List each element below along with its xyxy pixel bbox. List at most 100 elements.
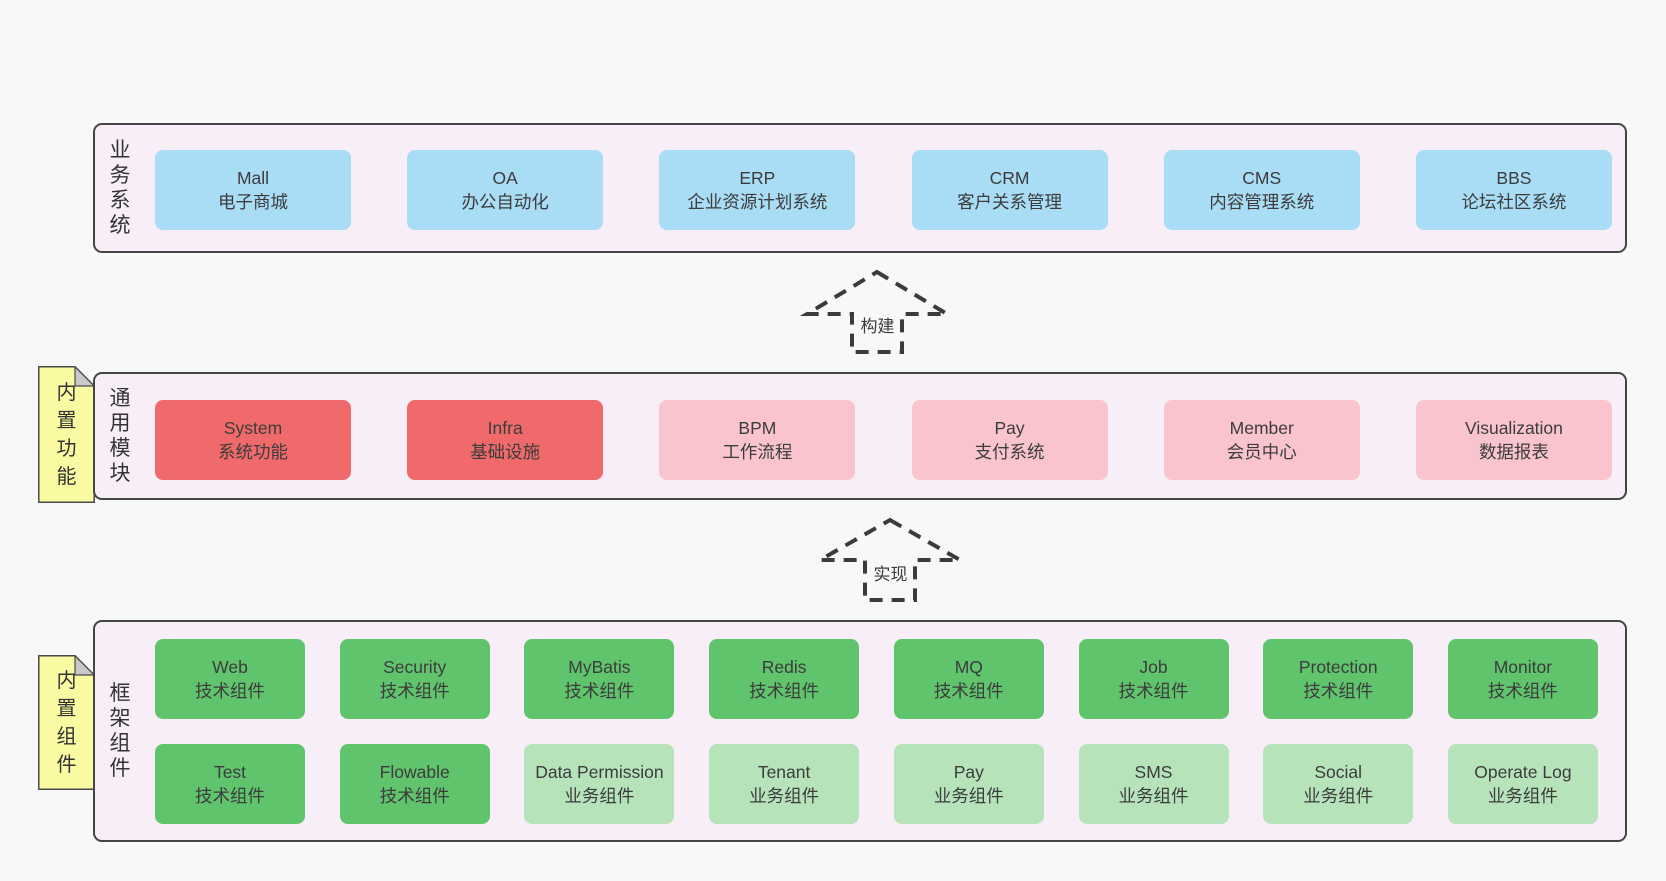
box-name: Test bbox=[213, 762, 247, 782]
box-name: Social bbox=[1314, 762, 1363, 782]
box-desc: 技术组件 bbox=[379, 786, 450, 806]
box-name: Data Permission bbox=[535, 762, 664, 782]
box-redis: Redis 技术组件 bbox=[709, 639, 860, 719]
box-desc: 论坛社区系统 bbox=[1461, 192, 1567, 212]
box-name: Operate Log bbox=[1474, 762, 1572, 782]
box-security: Security 技术组件 bbox=[339, 639, 490, 719]
box-mall: Mall 电子商城 bbox=[155, 150, 351, 230]
dashed-up-arrow bbox=[812, 517, 968, 602]
box-visualization: Visualization 数据报表 bbox=[1415, 400, 1612, 480]
build-arrow: 构建 bbox=[790, 262, 965, 362]
box-mybatis: MyBatis 技术组件 bbox=[524, 639, 675, 719]
sticky-tag-built-in-functions: 内置功能 bbox=[38, 366, 95, 503]
folded-corner bbox=[74, 655, 95, 676]
box-monitor: Monitor 技术组件 bbox=[1447, 639, 1598, 719]
arrow-label: 实现 bbox=[870, 560, 911, 585]
box-desc: 业务组件 bbox=[1303, 786, 1374, 806]
sticky-tag-built-in-components: 内置组件 bbox=[38, 655, 95, 790]
box-name: Pay bbox=[994, 418, 1025, 438]
box-desc: 技术组件 bbox=[1303, 681, 1374, 701]
box-pay: Pay 支付系统 bbox=[911, 400, 1108, 480]
box-mq: MQ 技术组件 bbox=[893, 639, 1044, 719]
box-name: SMS bbox=[1134, 762, 1173, 782]
box-name: Protection bbox=[1298, 657, 1378, 677]
box-name: Member bbox=[1229, 418, 1294, 438]
box-desc: 技术组件 bbox=[1118, 681, 1189, 701]
box-name: Redis bbox=[761, 657, 807, 677]
box-desc: 会员中心 bbox=[1226, 442, 1297, 462]
box-name: Pay bbox=[953, 762, 984, 782]
box-desc: 电子商城 bbox=[218, 192, 288, 212]
box-name: Visualization bbox=[1464, 418, 1563, 438]
box-desc: 企业资源计划系统 bbox=[687, 192, 828, 212]
box-desc: 业务组件 bbox=[933, 786, 1004, 806]
box-name: CMS bbox=[1242, 168, 1282, 188]
box-name: ERP bbox=[739, 168, 776, 188]
box-tenant: Tenant 业务组件 bbox=[709, 744, 860, 824]
dashed-up-arrow bbox=[799, 269, 955, 354]
box-desc: 业务组件 bbox=[564, 786, 635, 806]
box-desc: 技术组件 bbox=[1487, 681, 1558, 701]
box-desc: 工作流程 bbox=[722, 442, 793, 462]
box-desc: 技术组件 bbox=[564, 681, 635, 701]
box-name: BPM bbox=[738, 418, 777, 438]
box-name: Infra bbox=[487, 418, 523, 438]
tag-label: 内置组件 bbox=[56, 669, 77, 776]
box-web: Web 技术组件 bbox=[155, 639, 305, 719]
box-desc: 技术组件 bbox=[379, 681, 450, 701]
box-bpm: BPM 工作流程 bbox=[659, 400, 856, 480]
panel-label-framework-components: 框架组件 bbox=[109, 682, 131, 780]
box-desc: 内容管理系统 bbox=[1209, 192, 1315, 212]
box-desc: 系统功能 bbox=[218, 442, 288, 462]
box-name: Monitor bbox=[1493, 657, 1553, 677]
box-name: MyBatis bbox=[568, 657, 631, 677]
box-test: Test 技术组件 bbox=[155, 744, 305, 824]
box-desc: 技术组件 bbox=[195, 681, 265, 701]
box-protection: Protection 技术组件 bbox=[1263, 639, 1414, 719]
box-job: Job 技术组件 bbox=[1078, 639, 1229, 719]
box-name: System bbox=[223, 418, 283, 438]
box-name: Mall bbox=[236, 168, 270, 188]
box-sms: SMS 业务组件 bbox=[1078, 744, 1229, 824]
box-desc: 业务组件 bbox=[749, 786, 820, 806]
box-desc: 技术组件 bbox=[933, 681, 1004, 701]
box-name: Web bbox=[212, 657, 248, 677]
box-member: Member 会员中心 bbox=[1163, 400, 1360, 480]
box-desc: 支付系统 bbox=[974, 442, 1045, 462]
box-name: Tenant bbox=[757, 762, 811, 782]
box-pay: Pay 业务组件 bbox=[893, 744, 1044, 824]
box-name: MQ bbox=[954, 657, 983, 677]
box-name: Security bbox=[383, 657, 447, 677]
box-name: BBS bbox=[1496, 168, 1532, 188]
box-name: CRM bbox=[989, 168, 1030, 188]
box-desc: 数据报表 bbox=[1478, 442, 1549, 462]
panel-label-common-modules: 通用模块 bbox=[109, 387, 131, 485]
implement-arrow: 实现 bbox=[803, 510, 978, 610]
box-system: System 系统功能 bbox=[155, 400, 351, 480]
box-desc: 技术组件 bbox=[749, 681, 820, 701]
box-bbs: BBS 论坛社区系统 bbox=[1415, 150, 1612, 230]
tag-label: 内置功能 bbox=[56, 381, 77, 488]
box-name: Job bbox=[1139, 657, 1168, 677]
box-erp: ERP 企业资源计划系统 bbox=[659, 150, 856, 230]
box-desc: 技术组件 bbox=[195, 786, 265, 806]
box-desc: 业务组件 bbox=[1118, 786, 1189, 806]
box-cms: CMS 内容管理系统 bbox=[1163, 150, 1360, 230]
folded-corner bbox=[74, 366, 95, 387]
arrow-label: 构建 bbox=[857, 312, 898, 337]
box-data-permission: Data Permission 业务组件 bbox=[524, 744, 675, 824]
box-social: Social 业务组件 bbox=[1263, 744, 1414, 824]
box-name: OA bbox=[492, 168, 518, 188]
